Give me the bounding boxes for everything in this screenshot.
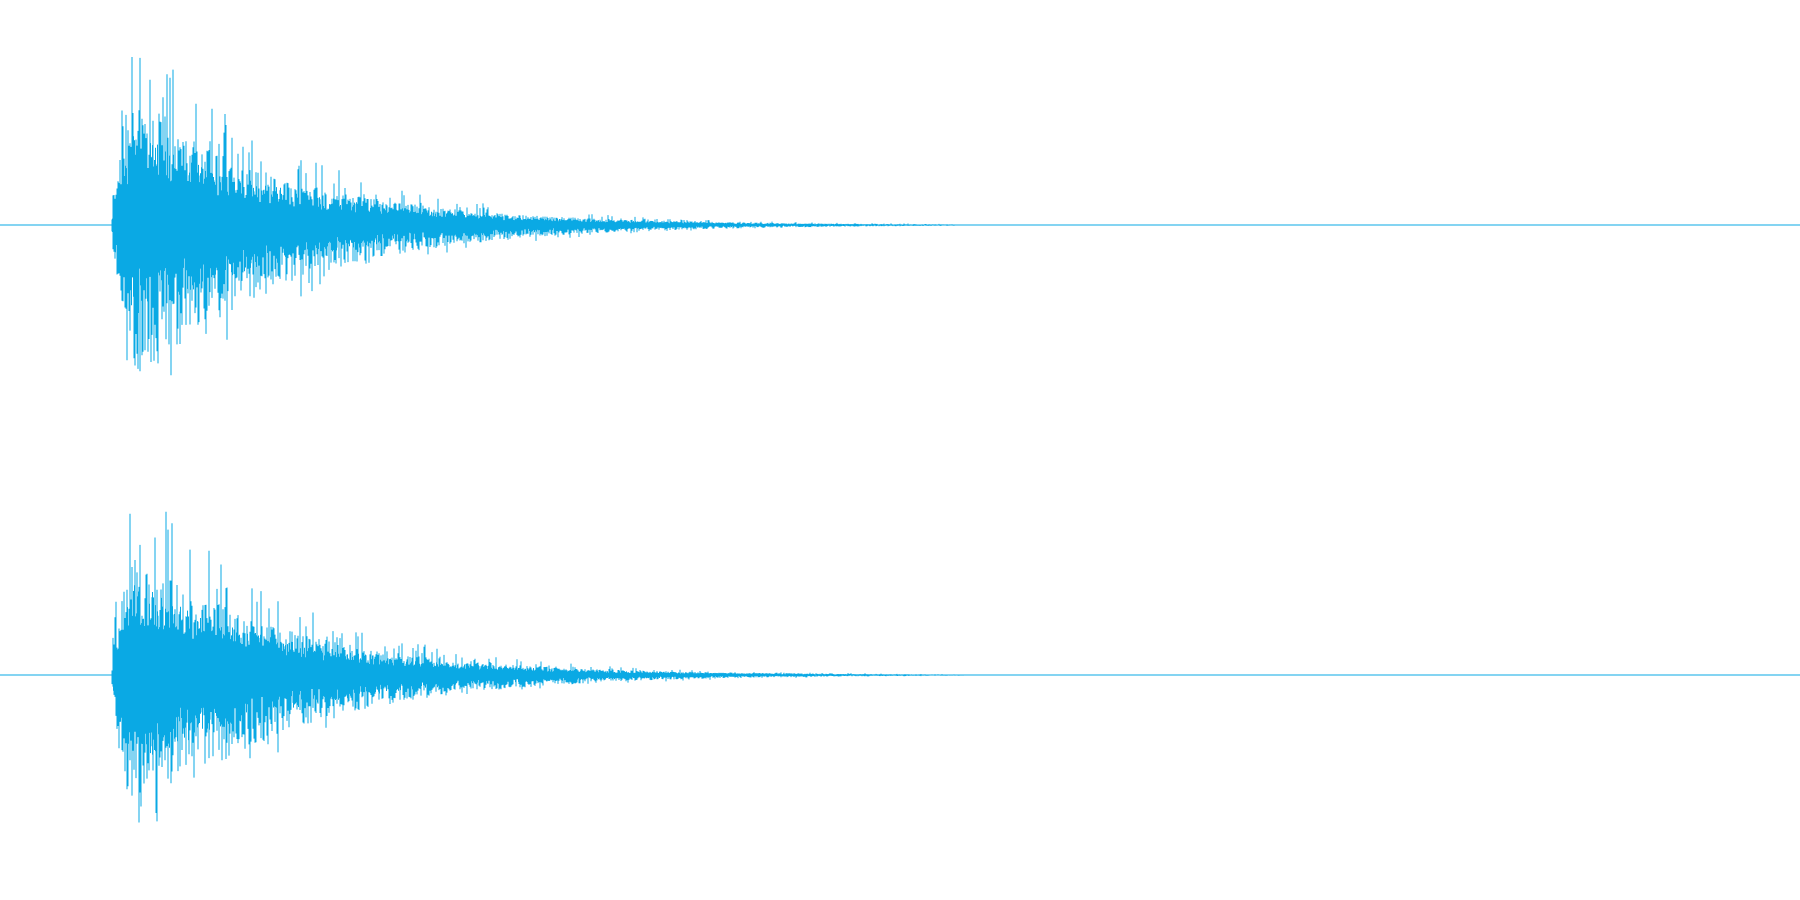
- waveform-channel-2-plot: [0, 511, 1800, 823]
- waveform-channel-1-plot: [0, 57, 1800, 376]
- waveform-channel-2: [0, 450, 1800, 900]
- channel-1-waveform: [111, 57, 955, 376]
- waveform-channel-1: [0, 57, 1800, 376]
- channel-2-waveform: [111, 511, 964, 823]
